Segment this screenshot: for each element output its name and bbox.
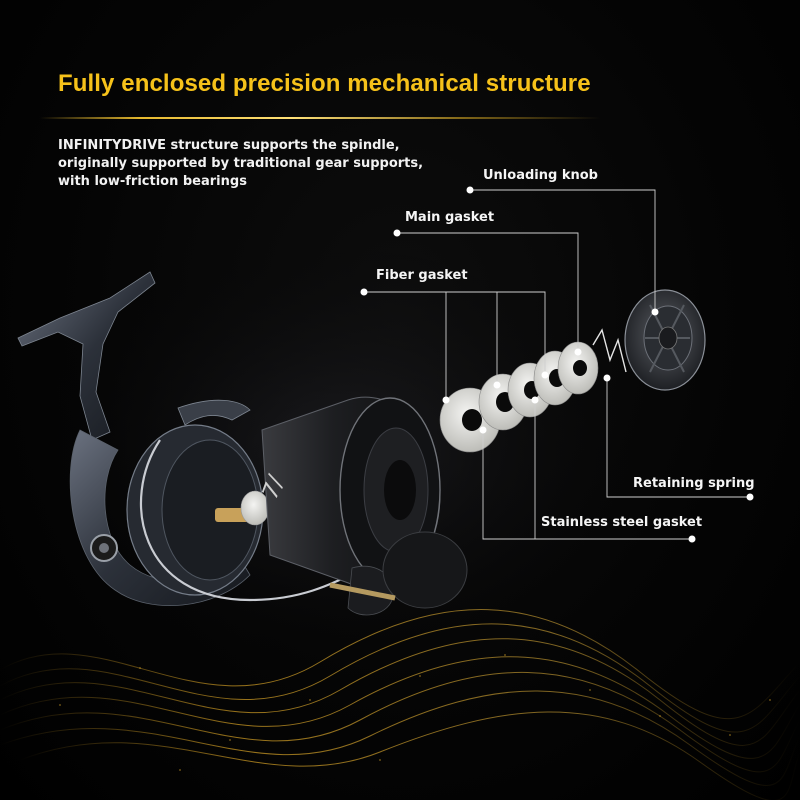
- bail-arm: [177, 399, 251, 426]
- callout-fiber-gasket: Fiber gasket: [376, 268, 468, 283]
- leader-stainless-gasket: [482, 430, 692, 540]
- leader-main-gasket: [397, 232, 579, 352]
- callout-retaining-spring: Retaining spring: [633, 476, 755, 491]
- gold-wave-background: [0, 609, 800, 800]
- exploded-washers: [439, 289, 706, 453]
- gold-particles: [59, 654, 771, 771]
- reel-frame: [69, 429, 251, 606]
- leader-fiber-gasket: [364, 291, 546, 375]
- reel-body: 7/: [17, 271, 468, 616]
- callout-leader-lines: [364, 189, 750, 540]
- callout-unloading-knob: Unloading knob: [483, 168, 598, 183]
- page-title: Fully enclosed precision mechanical stru…: [58, 70, 591, 97]
- handle-shaft: [329, 582, 396, 601]
- leader-retaining-spring: [606, 378, 750, 498]
- retaining-spring-part: [592, 328, 627, 373]
- callout-stainless-steel-gasket: Stainless steel gasket: [541, 515, 703, 530]
- callout-dots: [360, 186, 754, 543]
- feature-description: INFINITYDRIVE structure supports the spi…: [58, 138, 424, 189]
- bail-wire: [139, 439, 361, 602]
- leader-unloading-knob: [470, 189, 656, 312]
- handle-knob: [382, 531, 468, 609]
- title-underline: [40, 117, 600, 119]
- callout-main-gasket: Main gasket: [405, 210, 495, 225]
- reel-foot: [17, 271, 156, 441]
